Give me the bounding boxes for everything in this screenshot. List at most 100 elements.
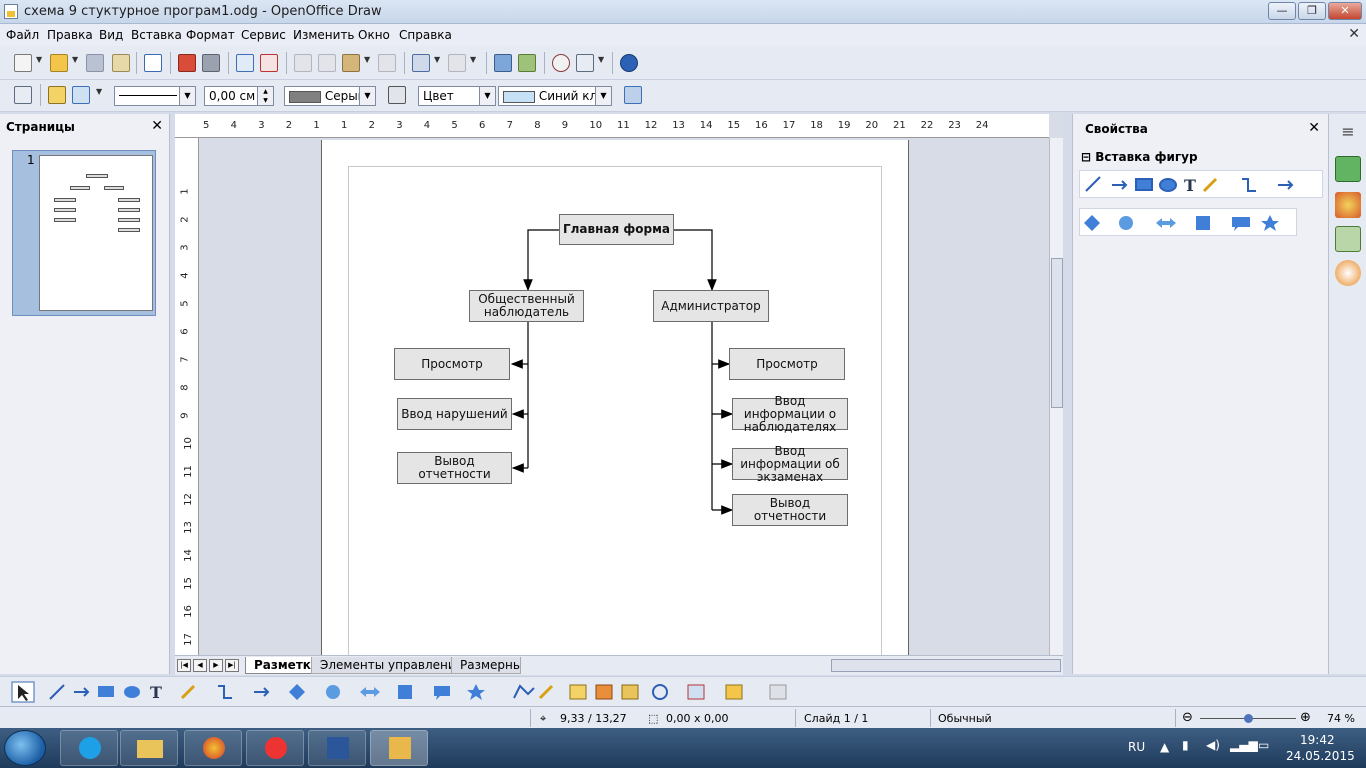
- vertical-scrollbar[interactable]: [1049, 138, 1063, 658]
- left-parent-box[interactable]: Общественный наблюдатель: [469, 290, 584, 322]
- left-child-box[interactable]: Вывод отчетности: [397, 452, 512, 484]
- menu-insert[interactable]: Вставка: [131, 28, 182, 42]
- document-close-icon[interactable]: ✕: [1348, 26, 1360, 42]
- close-icon[interactable]: ✕: [1308, 120, 1320, 136]
- clone-formatting-icon[interactable]: [378, 54, 396, 72]
- zoom-dropdown-icon[interactable]: ▼: [598, 55, 605, 64]
- styles-icon[interactable]: [14, 86, 32, 104]
- paste-icon[interactable]: [342, 54, 360, 72]
- left-child-box[interactable]: Ввод нарушений: [397, 398, 512, 430]
- menu-file[interactable]: Файл: [6, 28, 40, 42]
- taskbar-explorer[interactable]: [120, 730, 178, 766]
- redo-dropdown-icon[interactable]: ▼: [470, 55, 477, 64]
- save-icon[interactable]: [86, 54, 104, 72]
- signal-icon[interactable]: ▂▄▆: [1230, 738, 1258, 752]
- scroll-thumb[interactable]: [831, 659, 1061, 672]
- spin-icon[interactable]: ▲▼: [257, 87, 273, 105]
- chart-icon[interactable]: [494, 54, 512, 72]
- tab-controls[interactable]: Элементы управления: [311, 657, 472, 674]
- scroll-thumb[interactable]: [1051, 258, 1063, 408]
- taskbar-yandex[interactable]: [246, 730, 304, 766]
- fill-color-select[interactable]: Синий кла ▼: [498, 86, 612, 106]
- tab-dimension-lines[interactable]: Размерные: [451, 657, 521, 674]
- zoom-out-icon[interactable]: ⊖: [1182, 710, 1193, 725]
- language-indicator[interactable]: RU: [1128, 740, 1146, 754]
- close-button[interactable]: ✕: [1328, 2, 1362, 20]
- paste-dropdown-icon[interactable]: ▼: [364, 55, 371, 64]
- help-icon[interactable]: [620, 54, 638, 72]
- collapse-icon[interactable]: ⊟: [1081, 150, 1092, 164]
- right-parent-box[interactable]: Администратор: [653, 290, 769, 322]
- area-style-select[interactable]: Цвет ▼: [418, 86, 496, 106]
- left-child-box[interactable]: Просмотр: [394, 348, 510, 380]
- close-icon[interactable]: ✕: [151, 118, 163, 134]
- new-document-icon[interactable]: [14, 54, 32, 72]
- edit-file-icon[interactable]: [144, 54, 162, 72]
- copy-icon[interactable]: [318, 54, 336, 72]
- area-fill-icon[interactable]: [388, 86, 406, 104]
- right-child-box[interactable]: Вывод отчетности: [732, 494, 848, 526]
- drawing-page[interactable]: Главная форма Общественный наблюдатель А…: [321, 140, 909, 666]
- battery-icon[interactable]: ▭: [1258, 738, 1270, 752]
- open-dropdown-icon[interactable]: ▼: [72, 55, 79, 64]
- taskbar-browser[interactable]: [184, 730, 242, 766]
- minimize-button[interactable]: —: [1268, 2, 1296, 20]
- styles-formatting-icon[interactable]: [1335, 192, 1361, 218]
- new-dropdown-icon[interactable]: ▼: [36, 55, 43, 64]
- autospellcheck-icon[interactable]: [260, 54, 278, 72]
- gallery-icon[interactable]: [1335, 226, 1361, 252]
- hyperlink-icon[interactable]: [518, 54, 536, 72]
- zoom-slider-knob[interactable]: [1244, 714, 1253, 723]
- redo-icon[interactable]: [448, 54, 466, 72]
- right-child-box[interactable]: Просмотр: [729, 348, 845, 380]
- section-insert-shapes[interactable]: ⊟ Вставка фигур: [1081, 150, 1198, 164]
- right-child-box[interactable]: Ввод информации об экзаменах: [732, 444, 848, 483]
- export-pdf-icon[interactable]: [178, 54, 196, 72]
- clock-date[interactable]: 24.05.2015: [1286, 749, 1355, 763]
- undo-dropdown-icon[interactable]: ▼: [434, 55, 441, 64]
- cut-icon[interactable]: [294, 54, 312, 72]
- last-tab-icon[interactable]: ▶|: [225, 659, 239, 672]
- sidebar-menu-icon[interactable]: ≡: [1341, 122, 1355, 141]
- chevron-down-icon[interactable]: ▼: [479, 87, 495, 105]
- menu-edit[interactable]: Правка: [47, 28, 93, 42]
- email-icon[interactable]: [112, 54, 130, 72]
- spellcheck-icon[interactable]: [236, 54, 254, 72]
- menu-modify[interactable]: Изменить: [293, 28, 355, 42]
- clock-time[interactable]: 19:42: [1300, 733, 1335, 747]
- properties-icon[interactable]: [1335, 156, 1361, 182]
- line-width-field[interactable]: 0,00 см ▲▼: [204, 86, 274, 106]
- first-tab-icon[interactable]: |◀: [177, 659, 191, 672]
- chevron-down-icon[interactable]: ▼: [359, 87, 375, 105]
- network-icon[interactable]: ▮: [1182, 738, 1189, 752]
- menu-format[interactable]: Формат: [186, 28, 235, 42]
- prev-tab-icon[interactable]: ◀: [193, 659, 207, 672]
- print-icon[interactable]: [202, 54, 220, 72]
- taskbar-word[interactable]: [308, 730, 366, 766]
- right-child-box[interactable]: Ввод информации о наблюдателях: [732, 394, 848, 433]
- volume-icon[interactable]: ◀): [1206, 738, 1220, 752]
- arrow-style-dropdown-icon[interactable]: ▼: [96, 87, 103, 96]
- menu-help[interactable]: Справка: [399, 28, 452, 42]
- navigator-icon[interactable]: [1335, 260, 1361, 286]
- line-style-select[interactable]: ▼: [114, 86, 196, 106]
- taskbar-skype[interactable]: [60, 730, 118, 766]
- shadow-icon[interactable]: [624, 86, 642, 104]
- undo-icon[interactable]: [412, 54, 430, 72]
- root-box[interactable]: Главная форма: [559, 214, 674, 245]
- chevron-down-icon[interactable]: ▼: [179, 87, 195, 105]
- chevron-down-icon[interactable]: ▼: [595, 87, 611, 105]
- menu-tools[interactable]: Сервис: [241, 28, 286, 42]
- zoom-icon[interactable]: [576, 54, 594, 72]
- zoom-in-icon[interactable]: ⊕: [1300, 710, 1311, 725]
- taskbar-openoffice[interactable]: [370, 730, 428, 766]
- page-thumbnail[interactable]: 1: [12, 150, 156, 316]
- start-button[interactable]: [4, 730, 46, 766]
- navigator-icon[interactable]: [552, 54, 570, 72]
- menu-window[interactable]: Окно: [358, 28, 390, 42]
- horizontal-scrollbar[interactable]: [673, 659, 1061, 673]
- next-tab-icon[interactable]: ▶: [209, 659, 223, 672]
